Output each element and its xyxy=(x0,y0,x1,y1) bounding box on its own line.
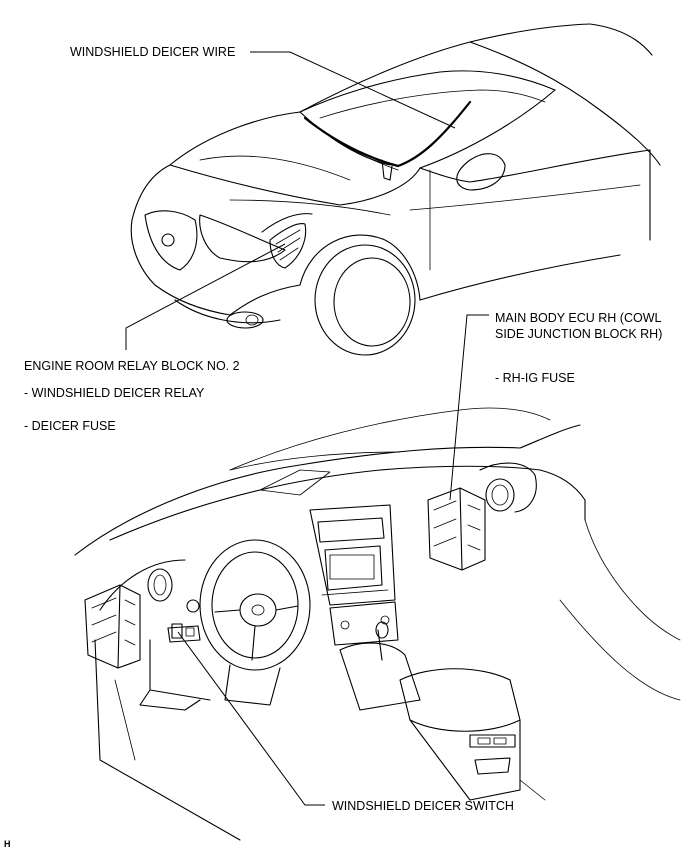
deicer-relay-label: - WINDSHIELD DEICER RELAY xyxy=(24,386,205,400)
deicer-wire-label: WINDSHIELD DEICER WIRE xyxy=(70,45,236,59)
deicer-fuse-label: - DEICER FUSE xyxy=(24,419,116,433)
main-body-ecu-label-line2: SIDE JUNCTION BLOCK RH) xyxy=(495,327,663,341)
dashboard-interior-illustration xyxy=(74,407,681,841)
corner-mark: H xyxy=(4,839,11,849)
car-exterior-illustration xyxy=(130,23,661,356)
engine-room-relay-label: ENGINE ROOM RELAY BLOCK NO. 2 xyxy=(24,359,240,373)
main-body-ecu-label-line1: MAIN BODY ECU RH (COWL xyxy=(495,311,662,325)
deicer-switch-label: WINDSHIELD DEICER SWITCH xyxy=(332,799,514,813)
rh-ig-fuse-label: - RH-IG FUSE xyxy=(495,371,575,385)
leader-lines xyxy=(125,51,489,806)
